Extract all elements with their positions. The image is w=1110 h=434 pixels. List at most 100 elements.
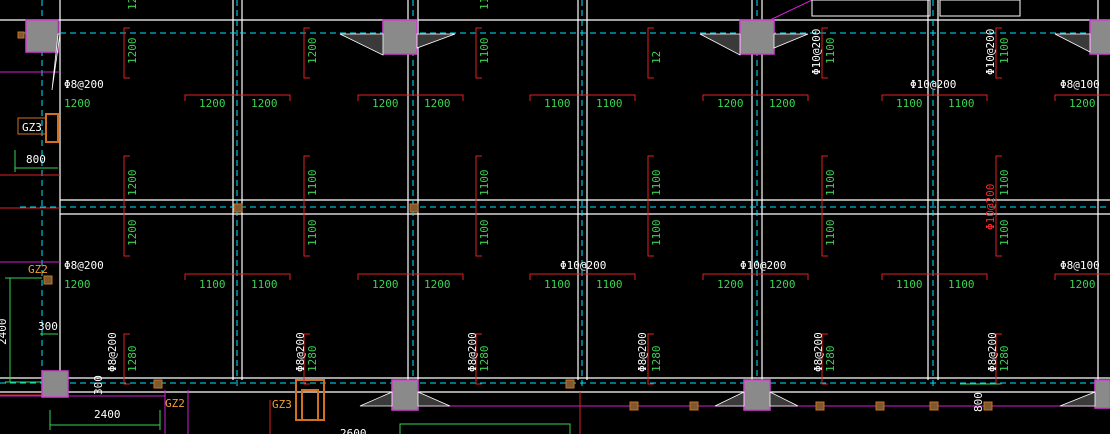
column-tag-gz3-bottom: GZ3 (272, 398, 292, 411)
rebar-label-vertical: Φ10@200 (810, 29, 823, 75)
rebar-bracket (357, 273, 464, 280)
rebar-label: Φ8@200 (64, 259, 104, 272)
rebar-bracket (529, 273, 636, 280)
gz-columns (45, 113, 325, 421)
rebar-bracket (881, 273, 988, 280)
column (739, 19, 775, 55)
rebar-bracket (475, 27, 482, 79)
rebar-label: Φ10@200 (560, 259, 606, 272)
dimension-text: 1200 (126, 220, 139, 247)
rebar-bracket (303, 333, 310, 385)
dimension-text: 1280 (650, 346, 663, 373)
rebar-label-vertical-red: Φ10@200 (984, 184, 997, 230)
dim-800: 800 (26, 153, 46, 166)
dimension-text: 1280 (998, 346, 1011, 373)
rebar-label-vertical: Φ8@200 (294, 332, 307, 372)
dimension-text: 1200 (424, 97, 451, 110)
dimension-text: 1200 (372, 97, 399, 110)
column (25, 19, 59, 53)
rebar-bracket (881, 94, 988, 101)
bottom-box (399, 423, 571, 434)
dimension-text: 1100 (596, 278, 623, 291)
dim-2400-vertical: 2400 (0, 319, 9, 346)
column (1089, 19, 1110, 55)
rebar-label-vertical: Φ8@200 (466, 332, 479, 372)
orange-markers (17, 31, 993, 411)
dimension-text: 1100 (824, 170, 837, 197)
dimension-text: 1200 (717, 97, 744, 110)
dimension-text: 1280 (126, 346, 139, 373)
rebar-label: Φ8@100 (1060, 259, 1100, 272)
column-tag-gz2-left: GZ2 (28, 263, 48, 276)
columns (25, 19, 1110, 411)
rebar-bracket (303, 27, 310, 79)
dimension-text: 1100 (998, 220, 1011, 247)
rebar-label: Φ8@200 (64, 78, 104, 91)
rebar-bracket (995, 155, 1002, 257)
rebar-bracket (821, 27, 828, 79)
rebar-label-vertical: Φ8@200 (636, 332, 649, 372)
dimension-text: 1200 (1069, 97, 1096, 110)
dimension-text: 1100 (478, 170, 491, 197)
dim-300: 300 (38, 320, 58, 333)
rebar-bracket (184, 273, 291, 280)
rebar-label-vertical: Φ8@200 (986, 332, 999, 372)
dim-partial-bottom: 2600 (340, 427, 367, 434)
dimension-text: 1100 (478, 38, 491, 65)
rebar-label-vertical: Φ8@200 (812, 332, 825, 372)
rebar-bracket (702, 273, 809, 280)
column (1094, 379, 1110, 409)
dimension-text: 1200 (372, 278, 399, 291)
dimension-text: 1100 (306, 220, 319, 247)
column (391, 379, 419, 411)
rebar-bracket (303, 155, 310, 257)
rebar-bracket (529, 94, 636, 101)
rebar-brackets (123, 27, 1110, 385)
dimension-text: 1200 (424, 278, 451, 291)
rebar-bracket (475, 333, 482, 385)
dimension-text: 1100 (544, 278, 571, 291)
dimension-text: 12 (126, 0, 139, 10)
dimension-text: 1200 (126, 38, 139, 65)
dimension-text: 110 (478, 0, 491, 10)
dimension-text: 1100 (544, 97, 571, 110)
dimension-text: 1200 (126, 170, 139, 197)
dimension-text: 1100 (998, 170, 1011, 197)
dimension-text: 1200 (769, 278, 796, 291)
dimension-text: 1100 (596, 97, 623, 110)
dimension-text: 1200 (769, 97, 796, 110)
dimension-text: 1100 (478, 220, 491, 247)
rebar-bracket (647, 155, 654, 257)
dashed-axis-lines (0, 0, 1110, 390)
column (41, 370, 69, 398)
rebar-bracket (821, 155, 828, 257)
dimension-text: 1100 (251, 278, 278, 291)
rebar-bracket (647, 333, 654, 385)
rebar-bracket (123, 27, 130, 79)
dimension-text: 1100 (650, 220, 663, 247)
column-tag-gz2-bottom: GZ2 (165, 397, 185, 410)
dimension-text: 1100 (824, 220, 837, 247)
column-tag-gz3-top: GZ3 (17, 117, 47, 135)
dim-2400-bottom: 2400 (94, 408, 121, 421)
dimension-text: 1100 (199, 278, 226, 291)
rebar-bracket (357, 94, 464, 101)
dimension-text: 12 (650, 51, 663, 64)
dim-800-bottom-right: 800 (972, 392, 985, 412)
rebar-bracket (475, 155, 482, 257)
rebar-label-vertical: Φ8@200 (106, 332, 119, 372)
dimension-text: 1200 (306, 38, 319, 65)
column (382, 19, 418, 55)
rebar-bracket (647, 27, 654, 79)
dimension-text: 1200 (199, 97, 226, 110)
dimension-text: 1100 (896, 97, 923, 110)
rebar-bracket (123, 333, 130, 385)
dimension-text: 1100 (306, 170, 319, 197)
column (743, 379, 771, 411)
dimension-text: 1100 (948, 278, 975, 291)
rebar-bracket (821, 333, 828, 385)
rebar-bracket (1054, 273, 1110, 280)
dimension-text: 1100 (948, 97, 975, 110)
